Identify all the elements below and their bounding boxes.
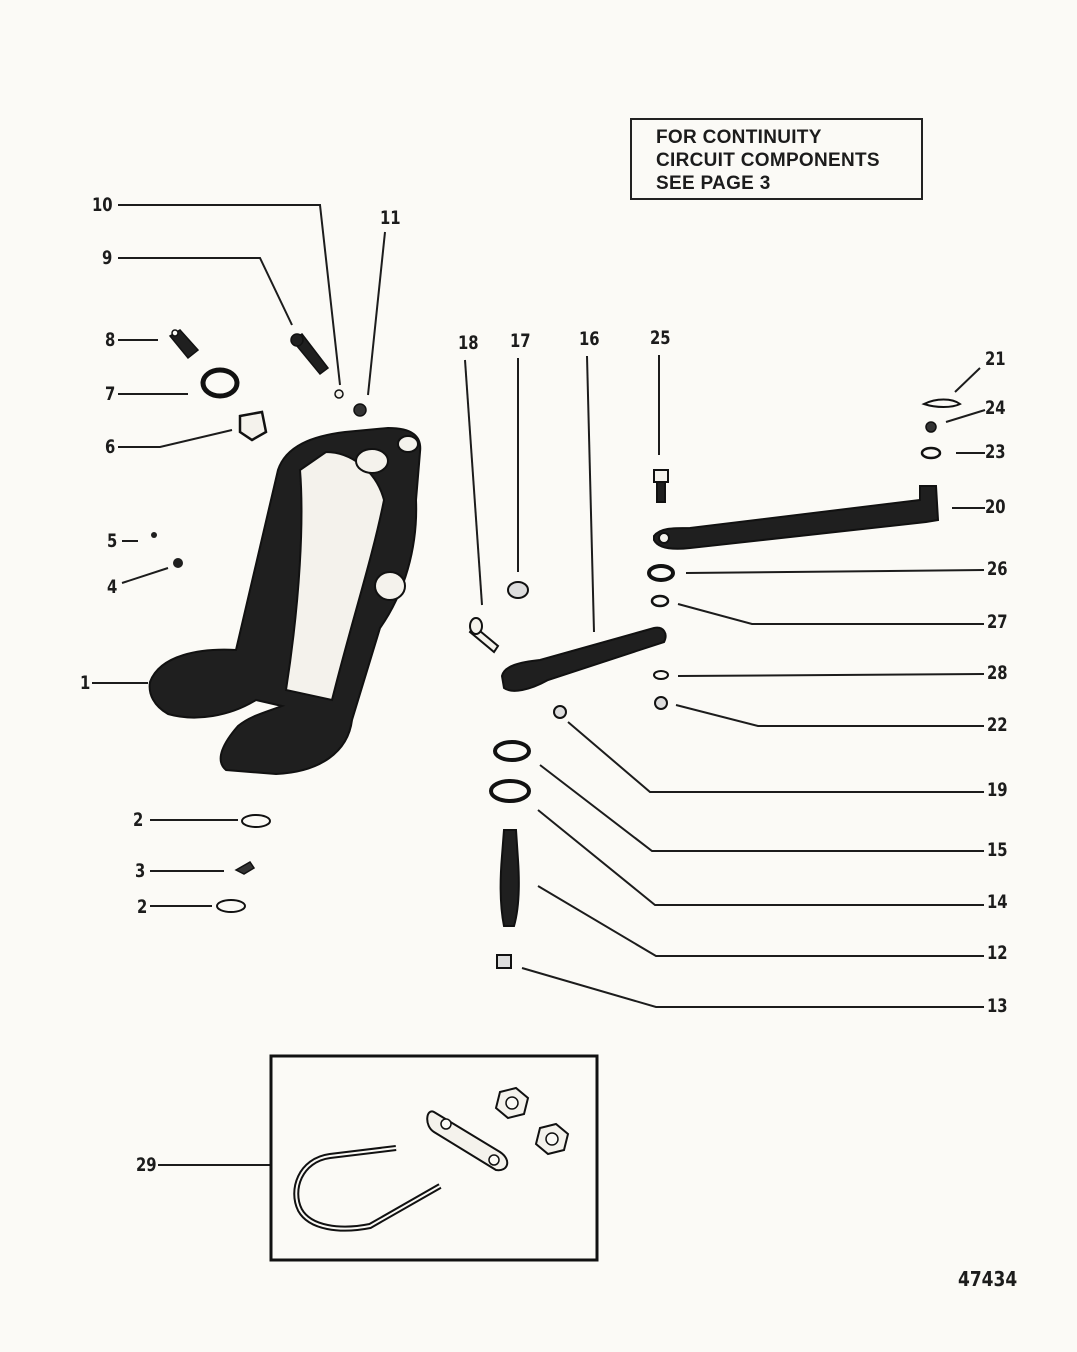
part-21-cotter-pin bbox=[921, 398, 962, 408]
part-label-13: 13 bbox=[987, 995, 1008, 1017]
part-29-u-bolt-kit bbox=[269, 1054, 599, 1262]
leader-21 bbox=[954, 367, 981, 393]
leader-4 bbox=[121, 567, 169, 584]
leader-28 bbox=[677, 673, 985, 677]
part-label-27: 27 bbox=[987, 611, 1008, 633]
part-label-28: 28 bbox=[987, 662, 1008, 684]
part-label-14: 14 bbox=[987, 891, 1008, 913]
part-label-16: 16 bbox=[579, 328, 600, 350]
part-8-fitting bbox=[168, 329, 200, 360]
part-20-steering-link bbox=[653, 485, 940, 550]
part-9-bolt bbox=[290, 333, 330, 376]
leader-27 bbox=[677, 603, 984, 625]
part-label-3: 3 bbox=[135, 860, 146, 882]
leader-24 bbox=[945, 409, 986, 423]
note-line-1: FOR CONTINUITY bbox=[656, 127, 822, 148]
part-label-1: 1 bbox=[80, 672, 91, 694]
part-4-fitting bbox=[173, 558, 183, 568]
part-label-9: 9 bbox=[102, 247, 113, 269]
figure-number: 47434 bbox=[958, 1267, 1018, 1291]
part-label-4: 4 bbox=[107, 576, 118, 598]
part-label-20: 20 bbox=[985, 496, 1006, 518]
part-18-bolt bbox=[468, 617, 500, 654]
note-line-2: CIRCUIT COMPONENTS bbox=[656, 150, 880, 171]
leader-13 bbox=[521, 967, 984, 1008]
part-label-2-upper: 2 bbox=[133, 809, 144, 831]
leader-16 bbox=[586, 355, 595, 633]
part-22-nut bbox=[654, 696, 668, 710]
part-19-nut bbox=[553, 705, 567, 719]
part-2-washer-lower bbox=[216, 899, 246, 913]
part-1-bracket-holes bbox=[355, 435, 419, 601]
part-label-15: 15 bbox=[987, 839, 1008, 861]
leader-18 bbox=[464, 359, 483, 606]
part-2-washer-upper bbox=[241, 814, 271, 828]
part-label-5: 5 bbox=[107, 530, 118, 552]
continuity-note-box: FOR CONTINUITY CIRCUIT COMPONENTS SEE PA… bbox=[630, 118, 923, 200]
part-12-swivel-pin bbox=[499, 829, 520, 927]
part-label-23: 23 bbox=[985, 441, 1006, 463]
part-23-washer bbox=[920, 446, 942, 460]
part-27-washer bbox=[650, 594, 670, 608]
part-label-17: 17 bbox=[510, 330, 531, 352]
part-6-bushing bbox=[238, 410, 268, 442]
part-28-washer bbox=[653, 670, 669, 680]
leader-lines bbox=[92, 204, 986, 1166]
part-25-bolt bbox=[653, 469, 669, 503]
part-label-26: 26 bbox=[987, 558, 1008, 580]
part-label-6: 6 bbox=[105, 436, 116, 458]
leader-19 bbox=[567, 721, 984, 793]
leader-14 bbox=[537, 809, 984, 906]
part-13-nut bbox=[496, 954, 512, 969]
part-17-plug bbox=[507, 581, 529, 599]
part-24-nut bbox=[925, 421, 937, 433]
part-label-22: 22 bbox=[987, 714, 1008, 736]
part-3-spring-clip bbox=[234, 861, 256, 875]
leader-15 bbox=[539, 764, 984, 852]
leader-10 bbox=[118, 204, 341, 386]
part-label-24: 24 bbox=[985, 397, 1006, 419]
part-label-12: 12 bbox=[987, 942, 1008, 964]
leader-9 bbox=[118, 257, 293, 326]
part-15-washer bbox=[493, 740, 531, 762]
leader-22 bbox=[675, 704, 984, 727]
part-16-tiller-arm bbox=[500, 626, 667, 692]
part-label-29: 29 bbox=[136, 1154, 157, 1176]
part-label-7: 7 bbox=[105, 383, 116, 405]
part-label-10: 10 bbox=[92, 194, 113, 216]
leader-12 bbox=[537, 885, 984, 957]
part-label-21: 21 bbox=[985, 348, 1006, 370]
part-10-washer bbox=[334, 389, 344, 399]
part-7-o-ring bbox=[200, 367, 240, 399]
note-line-3: SEE PAGE 3 bbox=[656, 173, 771, 194]
part-1-swivel-bracket bbox=[148, 426, 422, 776]
part-5-screw bbox=[151, 532, 157, 538]
part-label-18: 18 bbox=[458, 332, 479, 354]
part-11-nut bbox=[353, 403, 367, 417]
part-label-2-lower: 2 bbox=[137, 896, 148, 918]
leader-26 bbox=[685, 569, 985, 574]
part-14-washer bbox=[489, 779, 531, 803]
part-26-washer bbox=[647, 564, 675, 582]
leader-6 bbox=[118, 429, 233, 448]
leader-11 bbox=[367, 231, 386, 396]
part-label-19: 19 bbox=[987, 779, 1008, 801]
part-label-8: 8 bbox=[105, 329, 116, 351]
part-label-11: 11 bbox=[380, 207, 401, 229]
part-label-25: 25 bbox=[650, 327, 671, 349]
